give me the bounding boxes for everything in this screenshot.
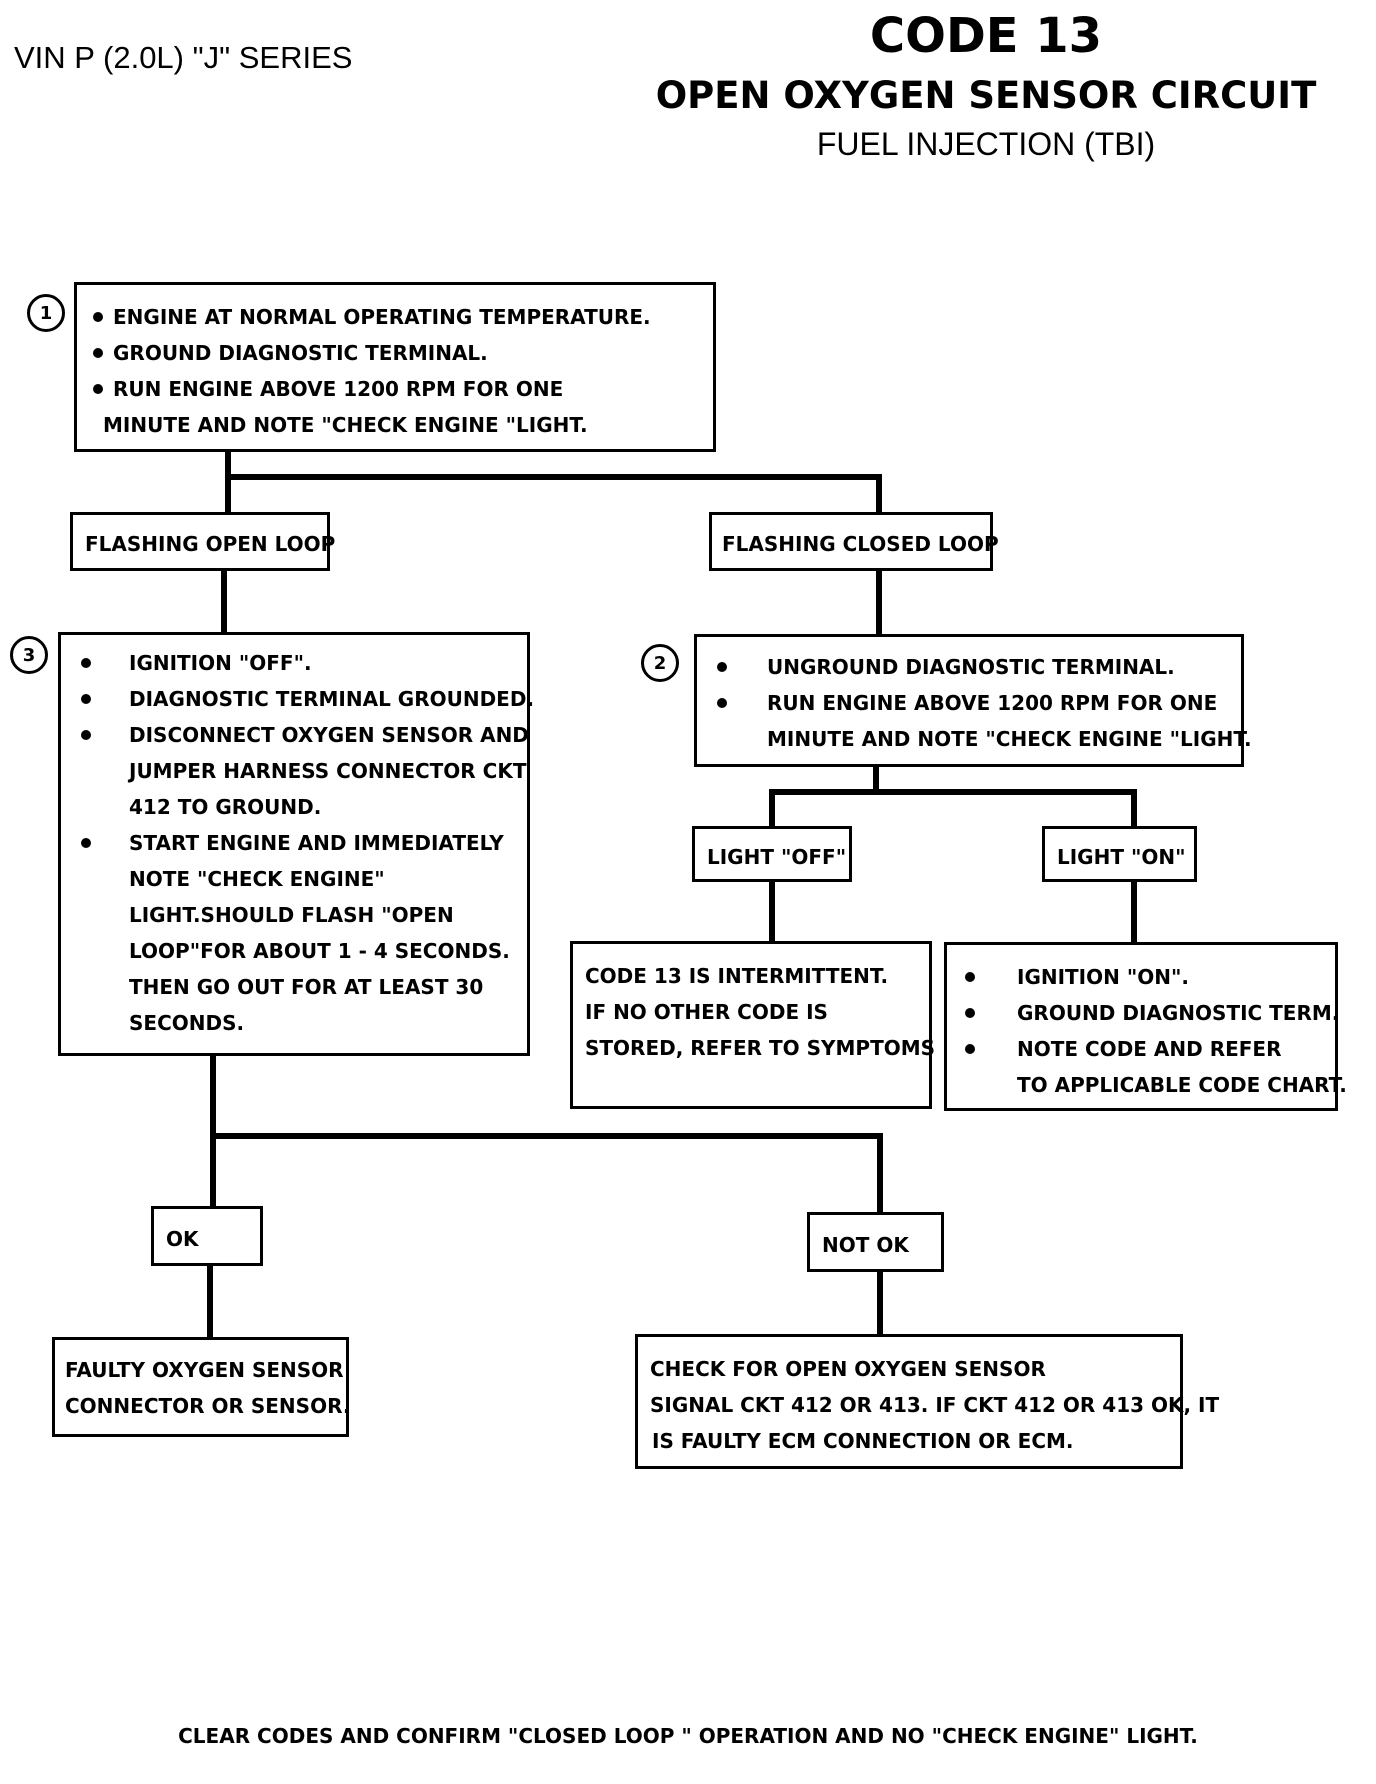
ignition-on-line: TO APPLICABLE CODE CHART. xyxy=(1017,1073,1347,1097)
bullet-icon xyxy=(93,384,103,394)
bullet-icon xyxy=(81,730,91,740)
intermittent-line: IF NO OTHER CODE IS xyxy=(585,1000,828,1024)
step-3-line: THEN GO OUT FOR AT LEAST 30 xyxy=(129,975,484,999)
bullet-icon xyxy=(717,698,727,708)
ignition-on-line: NOTE CODE AND REFER xyxy=(955,1031,1347,1067)
bullet-icon xyxy=(81,838,91,848)
connector-step3-split xyxy=(210,1053,883,1215)
branch-flashing-open-loop: FLASHING OPEN LOOP xyxy=(70,512,335,571)
branch-flashing-closed-loop: FLASHING CLOSED LOOP xyxy=(709,512,999,571)
step-1-box: ENGINE AT NORMAL OPERATING TEMPERATURE. … xyxy=(74,282,716,452)
chart-title: OPEN OXYGEN SENSOR CIRCUIT xyxy=(655,74,1317,117)
intermittent-line: STORED, REFER TO SYMPTOMS xyxy=(585,1036,936,1060)
step-3-line: JUMPER HARNESS CONNECTOR CKT xyxy=(129,759,527,783)
faulty-sensor-line: FAULTY OXYGEN SENSOR xyxy=(65,1358,344,1382)
step-1-line: GROUND DIAGNOSTIC TERMINAL. xyxy=(91,335,651,371)
step-2-number: 2 xyxy=(641,644,679,682)
step-3-line: START ENGINE AND IMMEDIATELY xyxy=(71,825,534,861)
code-intermittent-box: CODE 13 IS INTERMITTENT. IF NO OTHER COD… xyxy=(570,941,936,1109)
ok-box: OK xyxy=(151,1206,263,1266)
step-2-line: MINUTE AND NOTE "CHECK ENGINE "LIGHT. xyxy=(767,727,1252,751)
bullet-icon xyxy=(965,1008,975,1018)
check-open-line: IS FAULTY ECM CONNECTION OR ECM. xyxy=(652,1429,1074,1453)
step-2-line: UNGROUND DIAGNOSTIC TERMINAL. xyxy=(707,649,1252,685)
not-ok-box: NOT OK xyxy=(807,1212,944,1272)
step-1-line: ENGINE AT NORMAL OPERATING TEMPERATURE. xyxy=(91,299,651,335)
footer-instruction: CLEAR CODES AND CONFIRM "CLOSED LOOP " O… xyxy=(178,1724,1198,1748)
step-3-line: DIAGNOSTIC TERMINAL GROUNDED. xyxy=(71,681,534,717)
ignition-on-line: GROUND DIAGNOSTIC TERM. xyxy=(955,995,1347,1031)
chart-subtitle: FUEL INJECTION (TBI) xyxy=(816,126,1156,162)
check-open-circuit-box: CHECK FOR OPEN OXYGEN SENSOR SIGNAL CKT … xyxy=(635,1334,1219,1469)
bullet-icon xyxy=(81,694,91,704)
connector-step2-light-on xyxy=(873,789,1137,832)
intermittent-line: CODE 13 IS INTERMITTENT. xyxy=(585,964,889,988)
bullet-icon xyxy=(81,658,91,668)
bullet-icon xyxy=(965,1044,975,1054)
faulty-sensor-box: FAULTY OXYGEN SENSOR CONNECTOR OR SENSOR… xyxy=(52,1337,351,1437)
check-open-line: SIGNAL CKT 412 OR 413. IF CKT 412 OR 413… xyxy=(650,1393,1220,1417)
light-on-box: LIGHT "ON" xyxy=(1042,826,1197,882)
connector-step2-split xyxy=(769,764,879,832)
light-off-box: LIGHT "OFF" xyxy=(692,826,852,882)
step-1-line: MINUTE AND NOTE "CHECK ENGINE "LIGHT. xyxy=(103,413,588,437)
vin-series-label: VIN P (2.0L) "J" SERIES xyxy=(14,40,353,75)
code-number-title: CODE 13 xyxy=(869,8,1103,64)
step-3-line: LOOP"FOR ABOUT 1 - 4 SECONDS. xyxy=(129,939,510,963)
step-1-number: 1 xyxy=(27,294,65,332)
ignition-on-line: IGNITION "ON". xyxy=(955,959,1347,995)
step-3-line: DISCONNECT OXYGEN SENSOR AND xyxy=(71,717,534,753)
ignition-on-box: IGNITION "ON". GROUND DIAGNOSTIC TERM. N… xyxy=(944,942,1347,1111)
step-3-line: LIGHT.SHOULD FLASH "OPEN xyxy=(129,903,454,927)
connector-step1-split xyxy=(225,449,882,515)
step-3-number: 3 xyxy=(10,636,48,674)
step-3-line: SECONDS. xyxy=(129,1011,245,1035)
step-2-line: RUN ENGINE ABOVE 1200 RPM FOR ONE xyxy=(707,685,1252,721)
faulty-sensor-line: CONNECTOR OR SENSOR. xyxy=(65,1394,351,1418)
step-3-line: 412 TO GROUND. xyxy=(129,795,322,819)
bullet-icon xyxy=(717,662,727,672)
step-1-line: RUN ENGINE ABOVE 1200 RPM FOR ONE xyxy=(91,371,651,407)
step-3-line: NOTE "CHECK ENGINE" xyxy=(129,867,385,891)
bullet-icon xyxy=(93,348,103,358)
step-3-line: IGNITION "OFF". xyxy=(71,645,534,681)
check-open-line: CHECK FOR OPEN OXYGEN SENSOR xyxy=(650,1357,1046,1381)
bullet-icon xyxy=(93,312,103,322)
bullet-icon xyxy=(965,972,975,982)
step-2-box: UNGROUND DIAGNOSTIC TERMINAL. RUN ENGINE… xyxy=(694,634,1252,767)
step-3-box: IGNITION "OFF". DIAGNOSTIC TERMINAL GROU… xyxy=(58,632,534,1056)
